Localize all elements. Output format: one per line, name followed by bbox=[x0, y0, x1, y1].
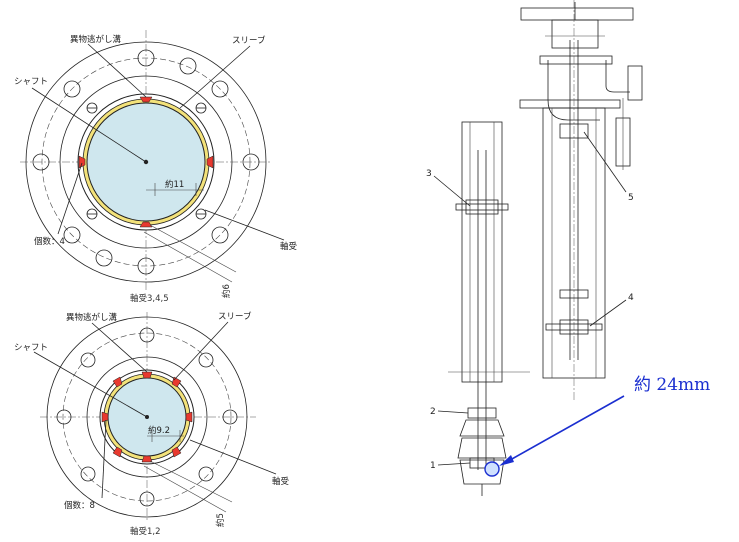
top-count-leader bbox=[57, 162, 83, 235]
bottom-depth-leader bbox=[149, 460, 233, 503]
top-dim-depth: 約6 bbox=[221, 284, 232, 298]
bottom-dim-gap: 約9.2 bbox=[148, 425, 170, 436]
bearing-number-1: 1 bbox=[430, 461, 436, 471]
bearing-2-block bbox=[467, 407, 497, 419]
top-count-label: 個数：4 bbox=[34, 236, 65, 247]
groove-mark bbox=[171, 446, 182, 458]
top-bolt-holes bbox=[32, 49, 260, 275]
bolt-hole bbox=[242, 153, 260, 171]
groove-mark bbox=[78, 155, 86, 169]
discharge-elbow-outer bbox=[605, 60, 630, 93]
bottom-caption: 軸受1,2 bbox=[130, 526, 161, 537]
bolt-hole bbox=[211, 80, 229, 98]
bottom-bolt-holes bbox=[56, 327, 238, 507]
upper-flange bbox=[539, 55, 613, 65]
bottom-shaft-label: シャフト bbox=[14, 343, 48, 353]
bearing-3-block bbox=[465, 199, 499, 215]
bottom-groove-label: 異物逃がし溝 bbox=[66, 312, 118, 323]
groove-mark bbox=[185, 411, 193, 423]
groove-mark bbox=[112, 376, 123, 388]
leader-1 bbox=[437, 462, 471, 466]
bottom-sleeve-leader bbox=[173, 321, 229, 381]
pump-bowl-middle bbox=[457, 437, 507, 459]
top-shaft-leader bbox=[31, 87, 147, 163]
bolt-hole bbox=[137, 49, 155, 67]
groove-mark bbox=[141, 455, 153, 463]
callout-circle bbox=[484, 461, 500, 477]
top-bearing-label: 軸受 bbox=[280, 241, 298, 252]
bolt-hole bbox=[63, 226, 81, 244]
top-flange-diagram: 約11 約6 異物逃がし溝 スリーブ シャフト 個数：4 軸受 軸受3,4,5 bbox=[14, 30, 298, 304]
column-pipe-left bbox=[461, 121, 503, 383]
bolt-hole bbox=[80, 352, 96, 368]
bolt-hole bbox=[198, 352, 214, 368]
groove-mark bbox=[206, 155, 214, 169]
bottom-bearing-leader bbox=[189, 439, 277, 475]
top-groove-label: 異物逃がし溝 bbox=[70, 34, 122, 45]
bearing-5-block bbox=[559, 123, 589, 139]
bolt-hole bbox=[139, 491, 155, 507]
leader-5 bbox=[583, 131, 627, 193]
bolt-hole bbox=[211, 226, 229, 244]
pump-bowl-lower bbox=[459, 459, 505, 485]
leader-4 bbox=[589, 299, 627, 327]
callout-arrow bbox=[502, 395, 625, 465]
bolt-hole bbox=[198, 466, 214, 482]
bolt-hole bbox=[32, 153, 50, 171]
bottom-sleeve-label: スリーブ bbox=[218, 311, 252, 322]
callout-label: 約 24mm bbox=[634, 375, 710, 395]
groove-mark bbox=[101, 411, 109, 423]
bolt-hole bbox=[139, 327, 155, 343]
bolt-hole bbox=[222, 409, 238, 425]
bearing-number-3: 3 bbox=[426, 169, 432, 179]
bearing-number-4: 4 bbox=[628, 293, 634, 303]
bottom-flange-diagram: 約9.2 約5 異物逃がし溝 スリーブ シャフト 個数：8 軸受 軸受1,2 bbox=[14, 311, 290, 537]
bolt-hole bbox=[80, 466, 96, 482]
bottom-bearing-label: 軸受 bbox=[272, 476, 290, 487]
bottom-count-label: 個数：8 bbox=[64, 500, 95, 511]
bottom-grooves bbox=[101, 371, 193, 463]
leader-2 bbox=[437, 410, 469, 414]
bearing-4-flange bbox=[545, 323, 603, 331]
bolt-hole bbox=[179, 57, 197, 75]
bottom-count-leader bbox=[101, 419, 107, 499]
top-sleeve-label: スリーブ bbox=[232, 35, 266, 46]
bearing-4-block bbox=[559, 319, 589, 335]
leader-3 bbox=[433, 175, 471, 207]
pump-drawing: 約 24mm 3 5 4 2 1 bbox=[426, 0, 710, 496]
bottom-groove-leader bbox=[91, 322, 148, 373]
top-caption: 軸受3,4,5 bbox=[130, 293, 169, 304]
coupling-housing bbox=[551, 19, 599, 49]
top-dim-gap: 約11 bbox=[165, 179, 184, 190]
bearing-number-5: 5 bbox=[628, 193, 634, 203]
bottom-dim-depth: 約5 bbox=[215, 513, 226, 527]
groove-mark bbox=[139, 96, 153, 103]
pump-bowl-upper bbox=[459, 419, 505, 437]
top-groove-leader bbox=[87, 43, 147, 98]
motor-base bbox=[520, 7, 634, 21]
bolt-hole bbox=[95, 249, 113, 267]
top-grooves bbox=[78, 96, 214, 228]
groove-mark bbox=[112, 446, 123, 458]
top-shaft-label: シャフト bbox=[14, 77, 48, 87]
bottom-shaft-leader bbox=[33, 351, 148, 418]
top-depth-leader bbox=[149, 224, 237, 273]
bearing-number-2: 2 bbox=[430, 407, 436, 417]
discharge-flange bbox=[627, 65, 643, 101]
callout-arrowhead bbox=[499, 455, 514, 466]
bearing-3-flange bbox=[455, 203, 509, 211]
top-sleeve-leader bbox=[179, 45, 251, 109]
bolt-hole bbox=[56, 409, 72, 425]
groove-mark bbox=[141, 371, 153, 379]
bolt-hole bbox=[137, 257, 155, 275]
groove-mark bbox=[139, 221, 153, 228]
top-bearing-leader bbox=[204, 209, 285, 241]
bolt-hole bbox=[63, 80, 81, 98]
coupling-block bbox=[559, 289, 589, 299]
top-set-screws bbox=[86, 102, 207, 220]
